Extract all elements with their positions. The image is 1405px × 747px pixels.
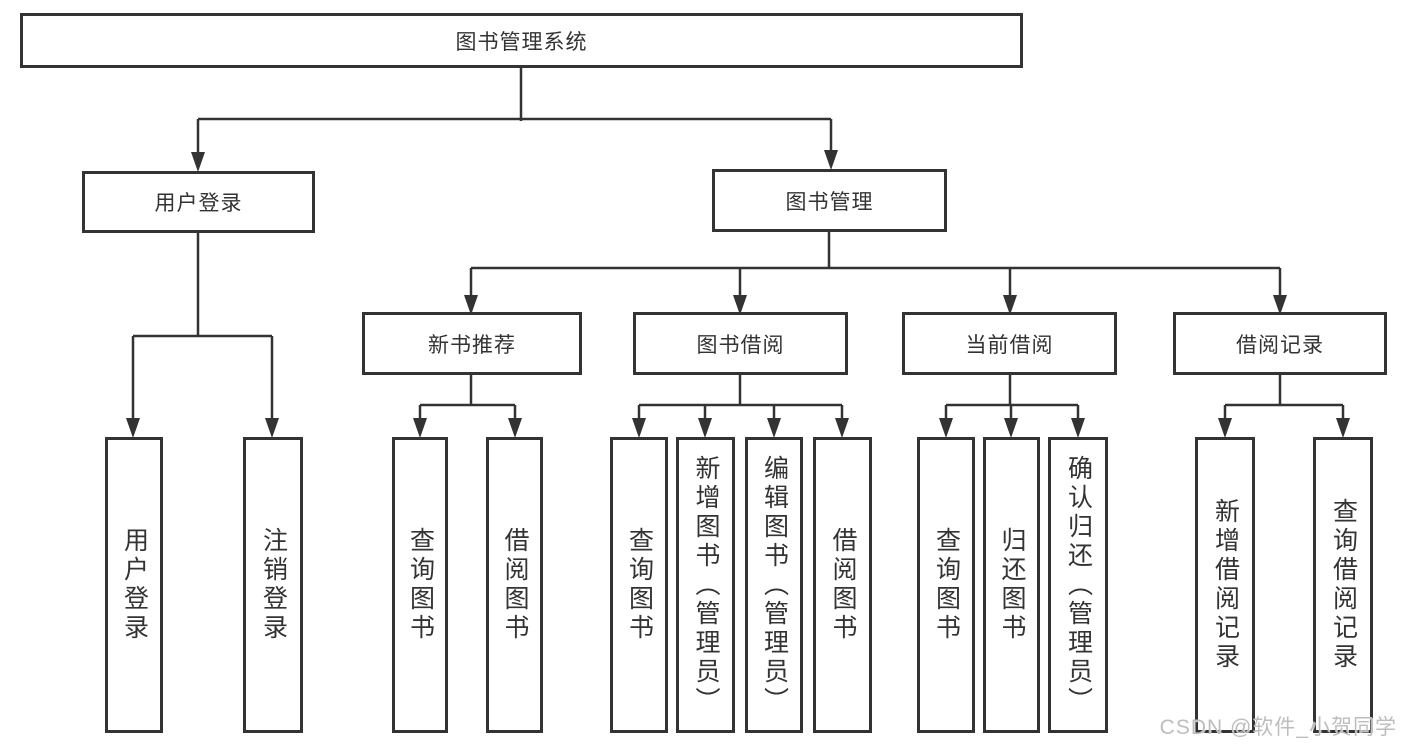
watermark: CSDN @软件_小贺同学	[1159, 716, 1397, 739]
node-book-borrowing: 图书借阅	[633, 312, 848, 375]
leaf-query-book-recommend: 查询图书	[392, 437, 448, 733]
leaf-confirm-return-admin: 确认归还（管理员）	[1048, 437, 1108, 733]
node-root: 图书管理系统	[20, 13, 1023, 68]
node-borrowing-records: 借阅记录	[1173, 312, 1387, 375]
leaf-logout: 注销登录	[243, 437, 303, 733]
leaf-add-borrow-record: 新增借阅记录	[1195, 437, 1255, 733]
leaf-add-book-admin: 新增图书（管理员）	[676, 437, 735, 733]
leaf-borrow-book: 借阅图书	[813, 437, 872, 733]
node-user-login: 用户登录	[82, 171, 315, 233]
leaf-user-login: 用户登录	[105, 437, 163, 733]
leaf-query-book-borrowing: 查询图书	[610, 437, 668, 733]
node-book-management: 图书管理	[712, 169, 947, 232]
leaf-borrow-book-recommend: 借阅图书	[486, 437, 543, 733]
leaf-query-borrow-record: 查询借阅记录	[1313, 437, 1373, 733]
node-current-borrowing: 当前借阅	[902, 312, 1117, 375]
node-new-book-recommendation: 新书推荐	[362, 312, 582, 375]
leaf-return-book: 归还图书	[983, 437, 1040, 733]
leaf-query-book-current: 查询图书	[917, 437, 975, 733]
leaf-edit-book-admin: 编辑图书（管理员）	[745, 437, 803, 733]
